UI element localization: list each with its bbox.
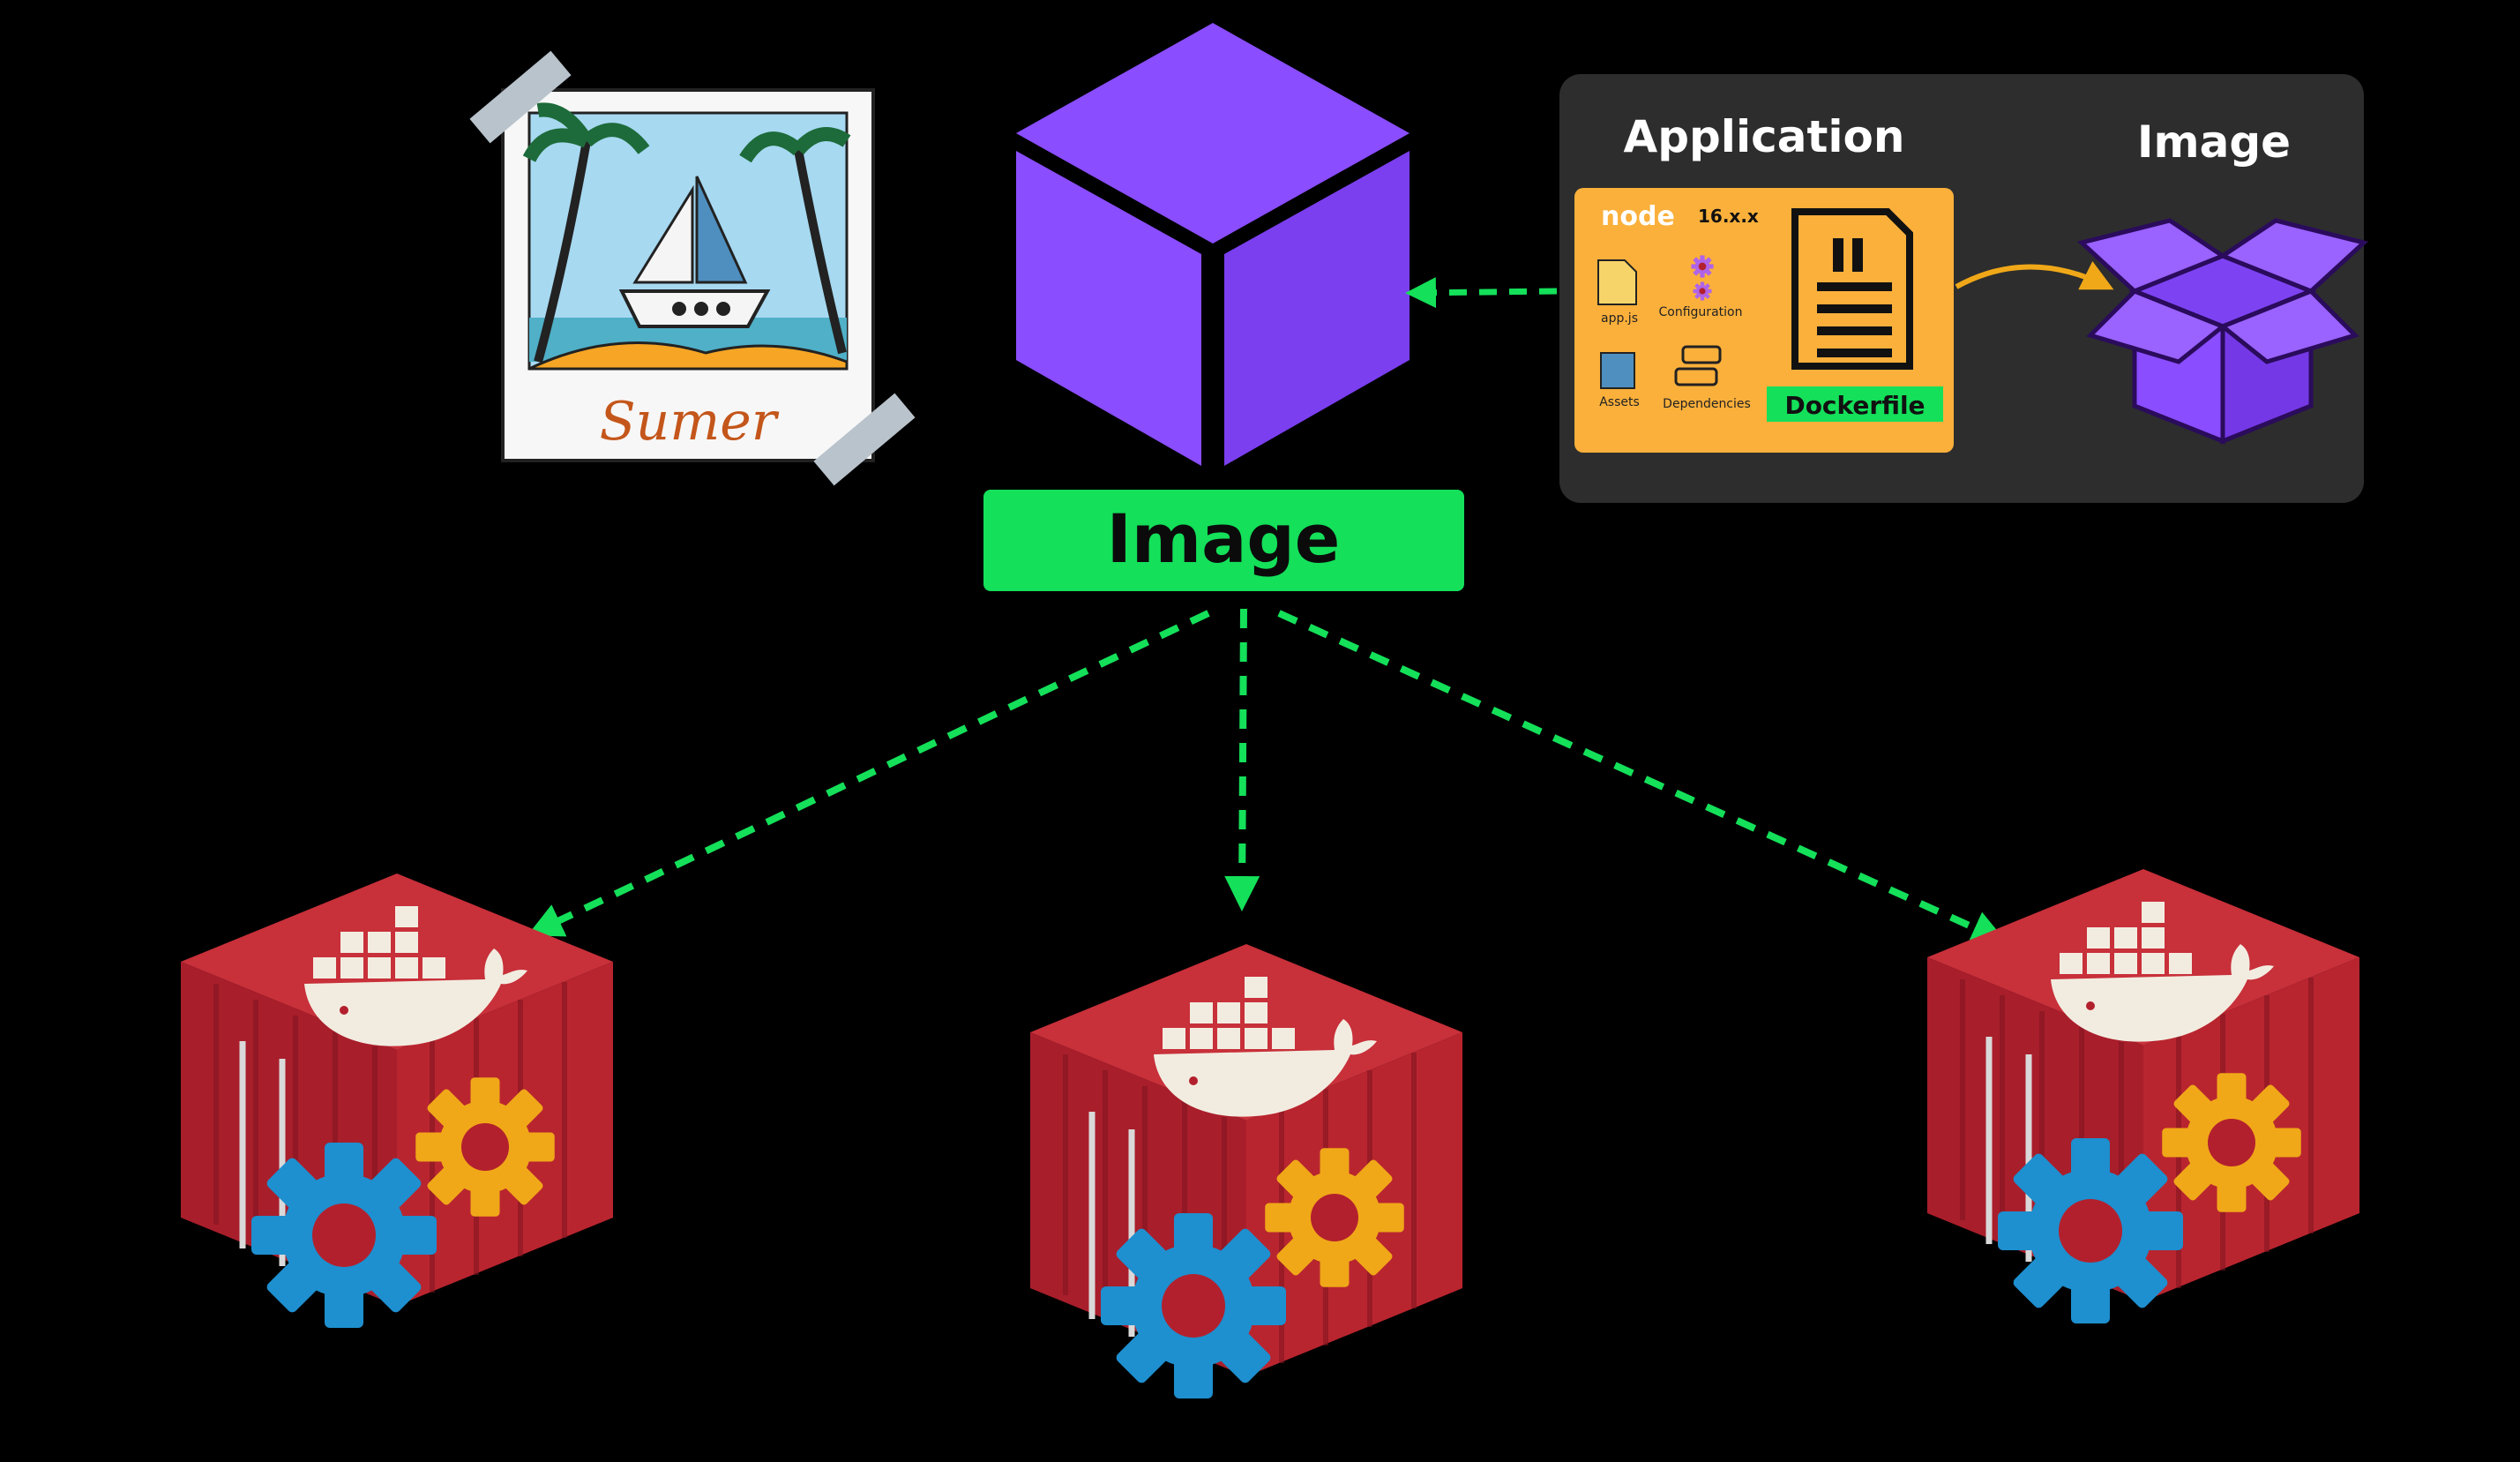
open-box-icon: [2076, 218, 2369, 445]
container-right: [1927, 869, 2359, 1323]
polaroid-photo-icon: Sumer: [469, 50, 916, 486]
node-logo-text: node: [1601, 201, 1675, 232]
arrow-to-container-left: [527, 610, 1210, 937]
arrow-to-container-right: [1277, 610, 2008, 945]
node-version: 16.x.x: [1698, 206, 1759, 227]
file-icon: [1597, 259, 1637, 305]
polaroid-caption: Sumer: [600, 391, 780, 453]
container-center: [1030, 944, 1462, 1398]
svg-text:Image: Image: [1107, 499, 1341, 578]
file-label-configuration: Configuration: [1659, 305, 1743, 319]
build-panel: Application Image node 16.x.x app.js Con…: [1559, 74, 2369, 503]
dockerfile-label: Dockerfile: [1784, 391, 1925, 420]
image-label: Image: [983, 490, 1464, 591]
panel-to-image-arrow: [1405, 277, 1558, 309]
purple-cube-icon: [1016, 23, 1410, 466]
dockerfile-icon: [1791, 208, 1913, 370]
assets-icon: [1600, 352, 1635, 389]
dockerfile-badge: [1767, 386, 1943, 422]
build-arrow: [1955, 261, 2114, 290]
file-label-assets: Assets: [1599, 395, 1640, 409]
container-left: [181, 873, 613, 1328]
file-label-appjs: app.js: [1601, 311, 1638, 326]
arrow-to-container-center: [1224, 608, 1260, 911]
file-label-dependencies: Dependencies: [1663, 397, 1751, 411]
application-title: Application: [1624, 111, 1905, 162]
dependencies-icon: [1674, 345, 1722, 386]
image-title: Image: [2137, 116, 2291, 168]
